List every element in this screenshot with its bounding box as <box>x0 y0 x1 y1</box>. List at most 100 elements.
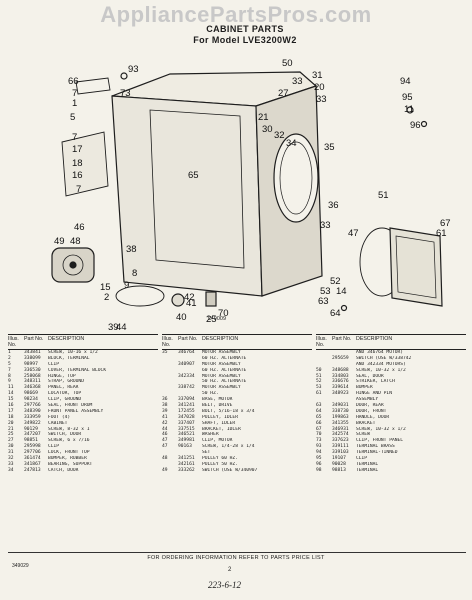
part-no-cell: 342574 <box>332 432 349 438</box>
part-no-cell: 98851 <box>24 438 38 444</box>
watermark: AppliancePartsPros.com <box>100 2 372 27</box>
description-cell: SCREW, 10-16 x 1/2 <box>48 350 98 355</box>
description-cell: SHAFT, IDLER <box>202 420 236 426</box>
part-no-cell: 258068 <box>24 373 41 379</box>
page-title: CABINET PARTS <box>206 24 284 34</box>
table-row: 60 HZ. ALTERNATE <box>162 368 312 374</box>
part-no-cell: 340907 <box>178 361 195 367</box>
part-callout: 65 <box>188 170 199 181</box>
description-cell: PULLEY 50 HZ. <box>202 461 238 467</box>
part-callout: 64 <box>330 308 341 319</box>
part-no-cell: 98813 <box>332 467 346 473</box>
description-cell: CLIP <box>48 444 60 450</box>
description-cell: 60 HZ. ALTERNATE <box>202 355 247 361</box>
part-no-cell: 338742 <box>178 385 195 391</box>
part-callout: 94 <box>400 76 411 87</box>
part-no-cell: 98997 <box>24 361 38 367</box>
part-callout: 11 <box>404 104 414 115</box>
top-hinge <box>75 77 111 95</box>
illus-no-cell: 2 <box>8 355 11 361</box>
part-callout: 49 <box>54 236 65 247</box>
illus-no-cell: 50 <box>316 367 322 373</box>
description-cell: PULLEY 60 HZ. <box>202 456 238 462</box>
part-no-cell: 338730 <box>332 408 349 414</box>
illus-no-cell: 96 <box>316 461 322 467</box>
part-callout: 66 <box>68 76 79 87</box>
part-callout: 34 <box>286 138 297 149</box>
description-cell: SCREW, 10-32 x 1/2 <box>356 426 406 432</box>
part-callout: 39 <box>108 322 119 333</box>
part-callout: 73 <box>120 88 131 99</box>
part-callout: 50 <box>282 58 293 69</box>
illus-no-cell: 42 <box>162 420 168 426</box>
illus-no-cell: 27 <box>8 438 14 444</box>
foot <box>205 291 217 307</box>
figure-code: D-9009 <box>208 316 227 322</box>
part-callout: 35 <box>324 142 335 153</box>
part-no-cell: 333262 <box>178 467 195 473</box>
part-callout: 52 <box>330 276 341 287</box>
description-cell: SCREW <box>356 432 370 438</box>
description-cell: BUMPER, RUBBER <box>48 456 87 462</box>
part-callout: 31 <box>312 70 323 81</box>
callout-layer: 9366715717181675033273120332130323465359… <box>54 58 451 333</box>
description-cell: HINGE, TOP <box>48 373 76 379</box>
part-callout: 33 <box>292 76 303 87</box>
description-cell: 50 HZ. ALTERNATE <box>202 379 247 385</box>
part-callout: 7 <box>76 184 81 195</box>
illus-no-cell: 5 <box>8 361 11 367</box>
part-callout: 7 <box>72 132 77 143</box>
part-no-cell: 247813 <box>24 467 41 473</box>
idler-pulley <box>171 293 185 307</box>
part-no-cell: 342161 <box>178 461 195 467</box>
description-cell: HANDLE, DOOR <box>356 414 390 420</box>
illus-no-cell: 30 <box>8 444 14 450</box>
part-no-cell: 295659 <box>332 355 349 361</box>
motor-shaft <box>69 261 77 269</box>
part-no-cell: 342334 <box>178 373 195 379</box>
title-block: CABINET PARTS For Model LVE3200W2 <box>170 24 320 46</box>
description-cell: BEARING, SUPPORT <box>48 461 93 467</box>
illus-no-cell: 21 <box>8 426 14 432</box>
part-no-header: Part No. <box>332 336 352 342</box>
motor-pulley <box>62 254 84 276</box>
part-no-cell: 337515 <box>178 426 195 432</box>
handwritten-code: 223-6-12 <box>208 580 241 590</box>
cabinet-front-face <box>111 95 263 297</box>
description-cell: SCREW, 6 x 7/16 <box>48 438 90 444</box>
door-front <box>389 227 443 307</box>
description-cell: MOTOR ASSEMBLY <box>202 350 241 355</box>
part-no-header: Part No. <box>24 336 44 342</box>
illus-no-cell: 64 <box>316 408 322 414</box>
description-cell: AND 342334 MOTORS) <box>356 361 406 367</box>
illus-no-cell: 98 <box>316 467 322 473</box>
part-no-cell: 336530 <box>24 367 41 373</box>
illus-no-cell: 8 <box>8 373 11 379</box>
part-callout: 63 <box>318 296 329 307</box>
illus-no-cell: 61 <box>316 391 322 397</box>
description-header: DESCRIPTION <box>356 336 393 342</box>
part-callout: 44 <box>116 322 127 333</box>
part-callout: 27 <box>278 88 289 99</box>
part-no-cell: 347207 <box>24 432 41 438</box>
part-callout: 33 <box>320 220 331 231</box>
description-cell: SCREW, 1/4-28 x 1/4 <box>202 444 255 450</box>
part-callout: 46 <box>74 222 85 233</box>
